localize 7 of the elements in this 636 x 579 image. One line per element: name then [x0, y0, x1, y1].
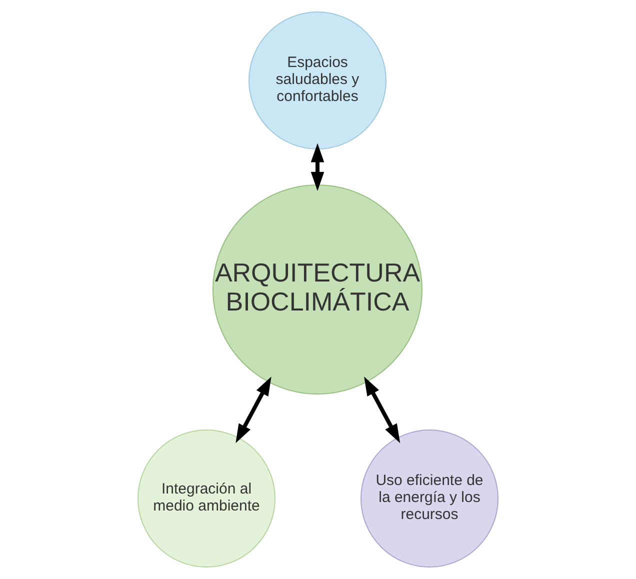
arrow — [310, 143, 324, 191]
node-circle: Uso eficiente de la energía y los recursos — [360, 430, 498, 568]
node-circle: Espacios saludables y confortables — [248, 12, 386, 150]
node-circle: Integración al medio ambiente — [138, 430, 276, 568]
arrow — [236, 376, 272, 444]
node-circle: ARQUITECTURA BIOCLIMÁTICA — [212, 184, 422, 394]
arrow — [364, 376, 400, 444]
